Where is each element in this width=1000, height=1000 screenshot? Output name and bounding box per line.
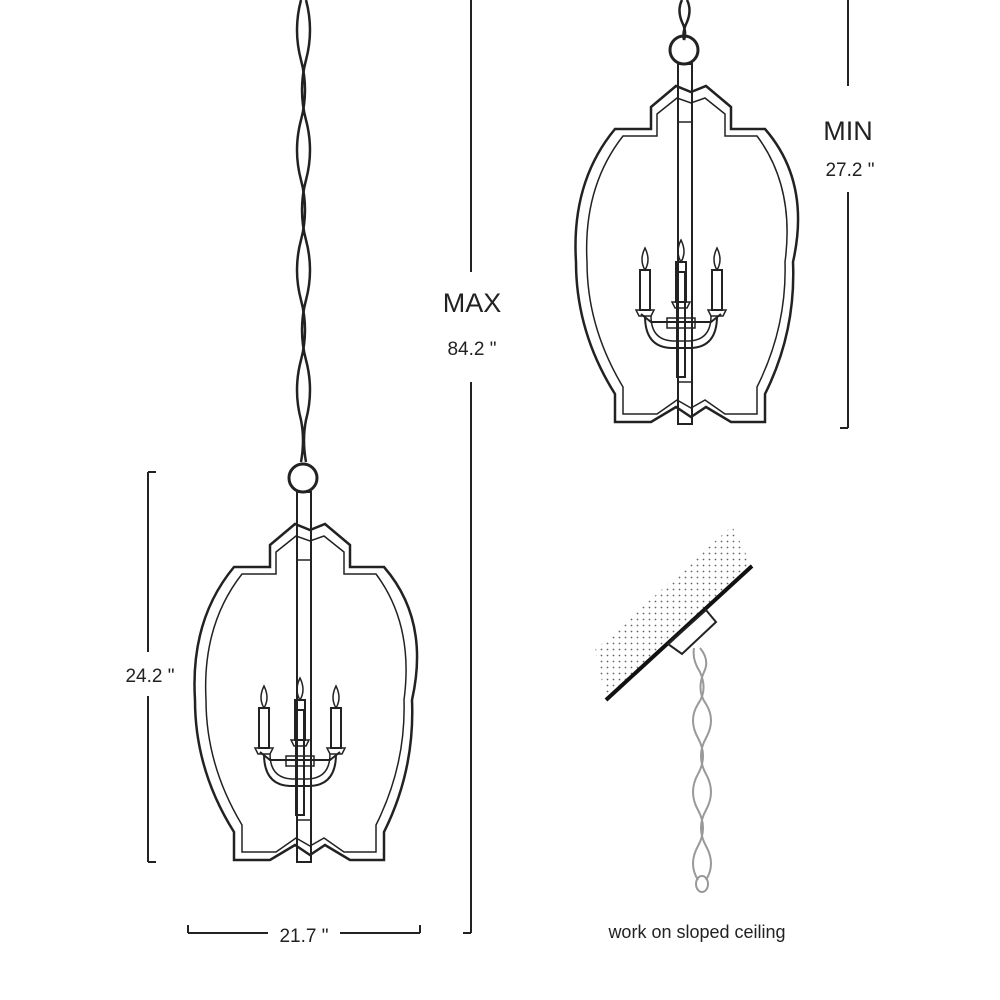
min-value: 27.2 " [825,160,874,181]
sloped-ceiling-illustration [595,526,754,893]
width-value: 21.7 " [279,926,328,947]
max-dimension-line [463,0,472,934]
min-title: MIN [823,116,873,146]
sloped-ceiling-caption: work on sloped ceiling [607,922,785,942]
long-chain [295,0,312,463]
height-dimension-line [147,471,156,863]
min-pendant-illustration [574,0,800,425]
max-pendant-illustration [193,0,419,863]
sloped-chain [692,647,712,893]
min-dimension-line [840,0,849,429]
max-value: 84.2 " [447,339,496,360]
width-dimension-line [187,925,421,934]
max-title: MAX [443,288,502,318]
height-value: 24.2 " [125,666,174,687]
